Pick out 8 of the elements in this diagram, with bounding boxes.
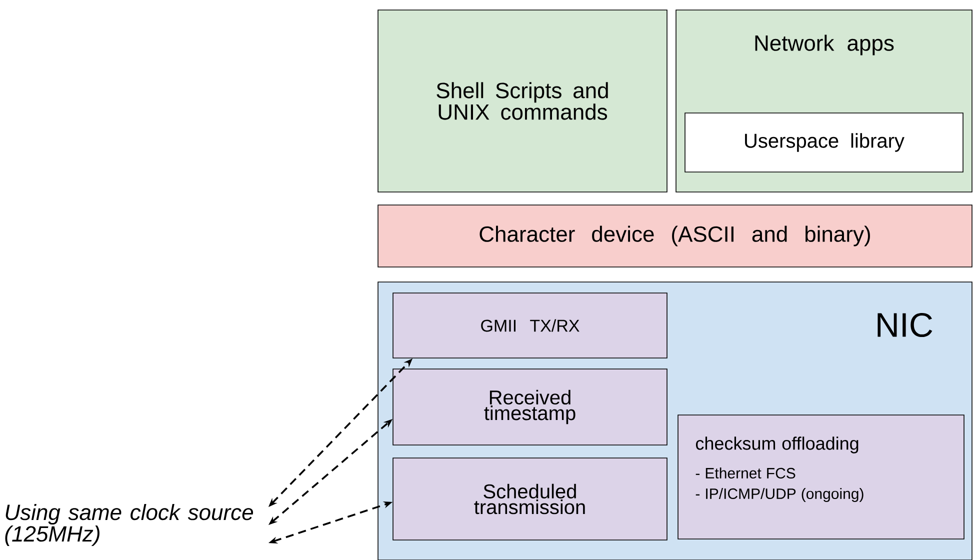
process-box: Character device (ASCII and binary) [378, 204, 972, 268]
process-box: Received timestamp [392, 368, 668, 446]
process-box: Shell Scripts and UNIX commands [378, 10, 668, 192]
process-box: GMII TX/RX [392, 292, 668, 358]
feature-box: checksum offloading - Ethernet FCS - IP/ICMP/UDP (ongoing) [678, 414, 964, 540]
process-box: Userspace library [684, 112, 964, 172]
annotation-text: Using same clock source (125MHz) [5, 504, 254, 546]
process-box: Scheduled transmission [392, 458, 668, 540]
